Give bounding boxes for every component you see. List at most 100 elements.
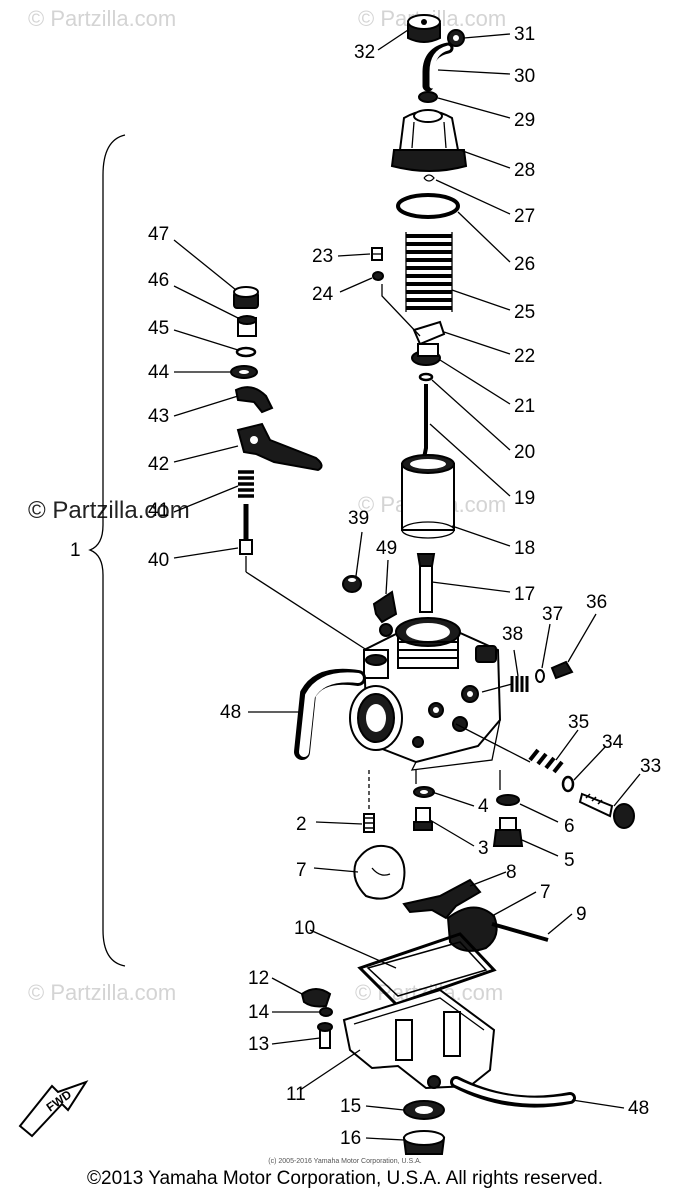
line-35-body bbox=[455, 723, 531, 763]
part-49-cable-guide bbox=[372, 590, 398, 637]
callout-18: 18 bbox=[514, 538, 535, 559]
part-15-gasket bbox=[403, 1100, 445, 1120]
callout-26: 26 bbox=[514, 254, 535, 275]
callout-29: 29 bbox=[514, 110, 535, 131]
callout-30: 30 bbox=[514, 66, 535, 87]
callout-9: 9 bbox=[576, 904, 587, 925]
part-10-gasket bbox=[357, 932, 497, 1006]
part-33-air-screw bbox=[578, 792, 635, 829]
part-34-o-ring bbox=[561, 775, 575, 793]
callout-37: 37 bbox=[542, 604, 563, 625]
callout-43: 43 bbox=[148, 406, 169, 427]
part-4-washer bbox=[413, 786, 435, 798]
parts-right-side bbox=[455, 660, 635, 829]
parts-floats bbox=[353, 844, 549, 952]
part-28-chamber-top bbox=[390, 109, 468, 172]
callout-24: 24 bbox=[312, 284, 334, 305]
callout-14: 14 bbox=[248, 1002, 270, 1023]
callout-39: 39 bbox=[348, 508, 369, 529]
part-24-washer bbox=[372, 271, 384, 281]
callout-31: 31 bbox=[514, 24, 535, 45]
part-2-pilot-jet bbox=[363, 813, 375, 833]
part-9-pin bbox=[491, 922, 549, 942]
part-11-float-bowl bbox=[342, 988, 496, 1090]
callout-6: 6 bbox=[564, 816, 575, 837]
callout-25: 25 bbox=[514, 302, 535, 323]
copyright-footer: ©2013 Yamaha Motor Corporation, U.S.A. A… bbox=[87, 1168, 603, 1189]
callout-38: 38 bbox=[502, 624, 523, 645]
part-27-clip bbox=[423, 174, 435, 182]
line-40-body bbox=[245, 571, 377, 657]
callout-13: 13 bbox=[248, 1034, 269, 1055]
part-26-o-ring bbox=[396, 193, 460, 219]
part-16-plug bbox=[402, 1130, 446, 1155]
watermark-top-left: © Partzilla.com bbox=[28, 6, 176, 31]
callout-15: 15 bbox=[340, 1096, 361, 1117]
callout-2: 2 bbox=[296, 814, 307, 835]
callout-17: 17 bbox=[514, 584, 535, 605]
part-48-hose-bottom bbox=[450, 1076, 576, 1108]
watermark-prominent: © Partzilla.com bbox=[28, 497, 190, 524]
part-38-spring bbox=[510, 676, 529, 692]
part-6-washer bbox=[496, 794, 520, 806]
part-3-main-jet bbox=[413, 807, 433, 831]
assembly-label: 1 bbox=[70, 540, 81, 561]
parts-lower-jets bbox=[363, 770, 524, 847]
callout-19: 19 bbox=[514, 488, 535, 509]
part-41-spring bbox=[238, 470, 254, 498]
leader-lines bbox=[173, 29, 641, 1141]
parts-top-stack bbox=[371, 14, 468, 613]
callout-22: 22 bbox=[514, 346, 535, 367]
part-39-cap bbox=[342, 575, 362, 593]
part-46-plug bbox=[237, 315, 257, 337]
line-jets bbox=[415, 770, 501, 790]
part-44-washer bbox=[230, 365, 258, 379]
callout-35: 35 bbox=[568, 712, 589, 733]
part-8-float-arm bbox=[402, 878, 482, 920]
part-18-throttle-valve bbox=[401, 454, 455, 539]
watermark-bottom-left: © Partzilla.com bbox=[28, 980, 176, 1005]
forward-arrow-icon: FWD bbox=[18, 1080, 89, 1138]
callout-49: 49 bbox=[376, 538, 397, 559]
part-17-needle-jet bbox=[416, 553, 436, 613]
part-7-float-left bbox=[353, 844, 406, 900]
part-19-needle bbox=[422, 384, 428, 459]
carburetor-body bbox=[349, 617, 502, 771]
callout-48-bottom: 48 bbox=[628, 1098, 649, 1119]
part-20-clip bbox=[418, 372, 434, 382]
callout-45: 45 bbox=[148, 318, 169, 339]
part-36-screw bbox=[550, 660, 574, 680]
callout-23: 23 bbox=[312, 246, 333, 267]
callout-21: 21 bbox=[514, 396, 535, 417]
parts-left-stack bbox=[230, 286, 377, 657]
callout-28: 28 bbox=[514, 160, 535, 181]
part-7-float-right bbox=[446, 906, 498, 952]
callout-48-top: 48 bbox=[220, 702, 241, 723]
part-48-hose-top bbox=[294, 668, 366, 760]
callout-32: 32 bbox=[354, 42, 375, 63]
callout-7-right: 7 bbox=[540, 882, 551, 903]
part-37-o-ring bbox=[535, 669, 545, 683]
part-40-plunger bbox=[239, 504, 253, 555]
part-29-washer bbox=[418, 91, 438, 103]
line-38-body bbox=[481, 683, 513, 693]
callout-8: 8 bbox=[506, 862, 517, 883]
callout-5: 5 bbox=[564, 850, 575, 871]
callout-3: 3 bbox=[478, 838, 489, 859]
callout-42: 42 bbox=[148, 454, 169, 475]
callout-12: 12 bbox=[248, 968, 269, 989]
callout-40: 40 bbox=[148, 550, 169, 571]
part-21-holder bbox=[411, 343, 441, 366]
part-5-plug bbox=[492, 817, 524, 847]
callout-11: 11 bbox=[286, 1084, 306, 1105]
callout-41: 41 bbox=[148, 500, 169, 521]
callout-33: 33 bbox=[640, 756, 661, 777]
part-25-spring bbox=[405, 230, 453, 314]
part-43-plate bbox=[234, 386, 274, 414]
callout-36: 36 bbox=[586, 592, 607, 613]
part-13-screw bbox=[317, 1022, 333, 1049]
callout-47: 47 bbox=[148, 224, 169, 245]
callout-46: 46 bbox=[148, 270, 169, 291]
callout-34: 34 bbox=[602, 732, 624, 753]
